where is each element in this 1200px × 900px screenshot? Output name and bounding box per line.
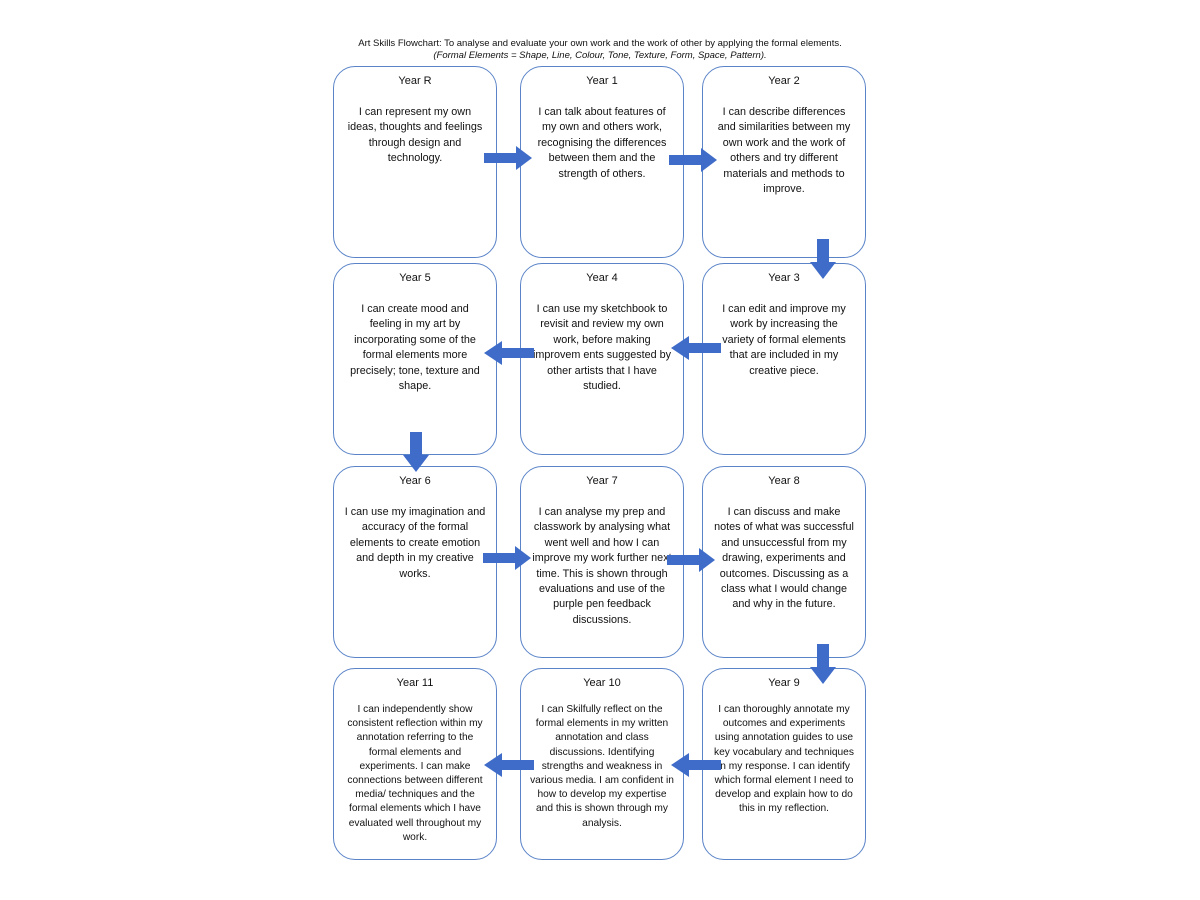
box-text: I can discuss and make notes of what was… <box>714 506 854 611</box>
box-year-4: Year 4 I can use my sketchbook to revisi… <box>520 263 684 455</box>
arrow-left-icon <box>671 753 721 777</box>
box-text: I can analyse my prep and classwork by a… <box>532 506 672 626</box>
box-year-label: Year 4 <box>586 272 618 284</box>
box-year-label: Year 6 <box>399 475 431 487</box>
box-text: I can talk about features of my own and … <box>537 106 667 180</box>
arrow-left-icon <box>484 753 534 777</box>
arrow-down-icon <box>403 432 429 472</box>
box-year-8: Year 8 I can discuss and make notes of w… <box>702 466 866 658</box>
box-year-2: Year 2 I can describe differences and si… <box>702 66 866 258</box>
box-year-6: Year 6 I can use my imagination and accu… <box>333 466 497 658</box>
box-year-label: Year 1 <box>586 75 618 87</box>
box-text: I can independently show consistent refl… <box>347 704 483 843</box>
arrow-left-icon <box>484 341 534 365</box>
box-year-11: Year 11 I can independently show consist… <box>333 668 497 860</box>
box-text: I can use my imagination and accuracy of… <box>344 506 486 580</box>
box-year-label: Year 11 <box>396 677 434 689</box>
box-year-1: Year 1 I can talk about features of my o… <box>520 66 684 258</box>
arrow-right-icon <box>669 148 717 172</box>
box-year-7: Year 7 I can analyse my prep and classwo… <box>520 466 684 658</box>
box-year-3: Year 3 I can edit and improve my work by… <box>702 263 866 455</box>
box-year-5: Year 5 I can create mood and feeling in … <box>333 263 497 455</box>
box-year-10: Year 10 I can Skilfully reflect on the f… <box>520 668 684 860</box>
box-year-label: Year 7 <box>586 475 618 487</box>
arrow-right-icon <box>483 546 531 570</box>
box-text: I can use my sketchbook to revisit and r… <box>532 303 672 393</box>
box-year-9: Year 9 I can thoroughly annotate my outc… <box>702 668 866 860</box>
box-year-label: Year R <box>398 75 432 87</box>
box-text: I can represent my own ideas, thoughts a… <box>347 106 483 165</box>
box-year-label: Year 2 <box>768 75 800 87</box>
flowchart-title: Art Skills Flowchart: To analyse and eva… <box>300 38 900 62</box>
title-line-2: (Formal Elements = Shape, Line, Colour, … <box>433 50 767 61</box>
title-line-1: Art Skills Flowchart: To analyse and eva… <box>358 38 842 49</box>
box-year-r: Year R I can represent my own ideas, tho… <box>333 66 497 258</box>
arrow-down-icon <box>810 239 836 279</box>
arrow-right-icon <box>667 548 715 572</box>
arrow-down-icon <box>810 644 836 684</box>
box-text: I can describe differences and similarit… <box>717 106 851 196</box>
box-text: I can thoroughly annotate my outcomes an… <box>714 704 854 815</box>
box-text: I can create mood and feeling in my art … <box>350 303 480 393</box>
box-year-label: Year 9 <box>768 677 800 689</box>
arrow-right-icon <box>484 146 532 170</box>
box-text: I can Skilfully reflect on the formal el… <box>530 704 674 829</box>
box-year-label: Year 10 <box>583 677 621 689</box>
arrow-left-icon <box>671 336 721 360</box>
box-year-label: Year 8 <box>768 475 800 487</box>
box-year-label: Year 5 <box>399 272 431 284</box>
box-year-label: Year 3 <box>768 272 800 284</box>
box-text: I can edit and improve my work by increa… <box>722 303 846 377</box>
